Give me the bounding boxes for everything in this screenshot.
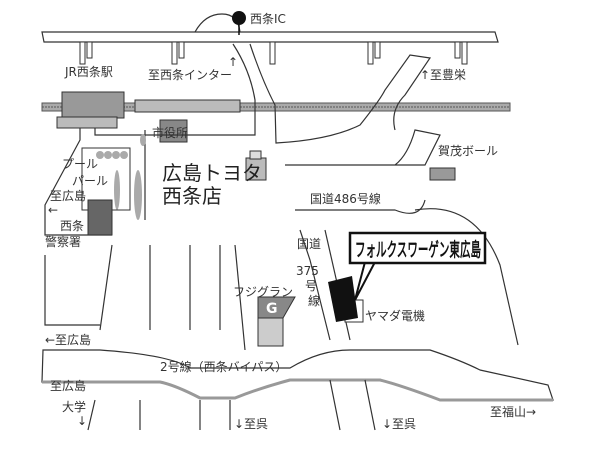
trees-icon — [96, 134, 146, 220]
police-building-icon — [87, 199, 113, 236]
label-route-2: 2号線（西条バイパス） — [160, 359, 287, 374]
label-yamada: ヤマダ電機 — [365, 308, 425, 323]
label-dealer: フォルクスワーゲン東広島 — [355, 238, 481, 261]
arrow-left-icon: ← — [48, 203, 58, 217]
label-bowling: 賀茂ボール — [438, 144, 498, 158]
label-city-hall: 市役所 — [152, 125, 188, 140]
label-saijo-ic: 西条IC — [250, 12, 286, 26]
arrow-up-icon: ↑ — [420, 68, 430, 82]
label-pool-2: パール — [72, 174, 108, 188]
label-to-univ-2: 大学 — [62, 399, 86, 414]
label-to-fukuyama: 至福山→ — [490, 404, 536, 419]
bowling-building-icon — [429, 167, 456, 181]
jr-station-building-icon — [56, 91, 241, 129]
dealer-callout — [348, 231, 487, 265]
label-route-486: 国道486号線 — [310, 191, 381, 206]
expressway — [41, 13, 499, 65]
label-to-hiroshima-2: ←至広島 — [45, 332, 91, 347]
ic-marker-icon — [232, 11, 246, 25]
label-to-kure-1: 至呉 — [244, 417, 268, 431]
label-route-375-d: 線 — [308, 293, 320, 308]
label-route-375-b: 375 — [296, 264, 319, 278]
fuji-grand-building-icon: G — [257, 296, 296, 347]
arrow-down-icon: ↓ — [234, 417, 244, 431]
label-to-kure-2: 至呉 — [392, 417, 416, 431]
national-route-2-bypass — [41, 349, 554, 431]
svg-text:G: G — [266, 301, 278, 317]
label-jr-station: JR西条駅 — [64, 65, 113, 79]
label-to-toyosaka: 至豊栄 — [430, 68, 466, 82]
arrow-down-icon: ↓ — [77, 414, 87, 428]
label-to-hiroshima-1: 至広島 — [50, 188, 86, 203]
arrow-down-icon: ↓ — [382, 417, 392, 431]
label-pool-1: プール — [62, 157, 98, 171]
arrow-up-icon: ↑ — [228, 55, 238, 69]
label-to-univ-1: 至広島 — [50, 378, 86, 393]
city-hall-icon — [159, 119, 188, 143]
label-to-ic: 至西条インター — [148, 68, 232, 82]
dealer-building-icon — [328, 276, 358, 322]
label-toyota-2: 西条店 — [162, 184, 222, 208]
toyota-building-icon — [245, 150, 267, 181]
label-toyota-1: 広島トヨタ — [162, 161, 262, 185]
label-police-1: 西条 — [60, 219, 84, 233]
label-fuji-grand: フジグラン — [233, 285, 293, 299]
label-police-2: 警察署 — [45, 234, 81, 249]
label-route-375-c: 号 — [305, 279, 317, 293]
road-network — [44, 43, 519, 351]
label-route-375-a: 国道 — [297, 237, 321, 251]
